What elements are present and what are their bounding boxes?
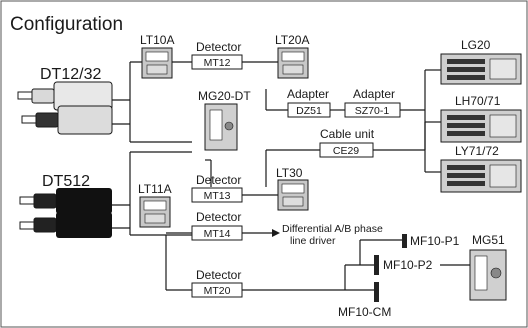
ly71-label: LY71/72 [455, 144, 499, 158]
lt10a-label: LT10A [140, 33, 174, 47]
mg20dt-device-icon [204, 103, 238, 151]
adapter-label-1: Adapter [287, 87, 329, 101]
mt20-box [191, 282, 243, 298]
connector-lines [110, 61, 470, 291]
probe-dt512-icon [19, 188, 112, 238]
mf10p1-label: MF10-P1 [410, 234, 460, 248]
mt13-box [191, 187, 243, 203]
mg20dt-label: MG20-DT [198, 89, 251, 103]
line-driver-arrow [272, 229, 280, 237]
lh70-counter-icon [440, 109, 522, 143]
detector-label-2: Detector [196, 173, 241, 187]
mt12-box [191, 54, 243, 70]
lt30-label: LT30 [276, 166, 303, 180]
mg51-device-icon [469, 249, 507, 301]
dz51-text: DZ51 [296, 105, 322, 117]
ce29-text: CE29 [333, 145, 359, 157]
mf10p1-module-icon [402, 234, 407, 248]
lt30-device-icon [277, 179, 309, 211]
ce29-box [319, 142, 374, 158]
probe-dt12-icon [17, 81, 113, 135]
lt20a-device-icon [277, 47, 309, 79]
dz51-box [287, 102, 331, 118]
lt11a-label: LT11A [138, 182, 172, 196]
mt13-text: MT13 [204, 190, 231, 202]
lg20-label: LG20 [461, 38, 491, 52]
lt11a-device-icon [139, 196, 171, 228]
detector-label-1: Detector [196, 40, 241, 54]
mf10p2-label: MF10-P2 [383, 258, 433, 272]
detector-label-3: Detector [196, 210, 241, 224]
cable-unit-label: Cable unit [320, 127, 375, 141]
mt20-text: MT20 [204, 285, 231, 297]
sz70-text: SZ70-1 [355, 105, 390, 117]
mf10cm-label: MF10-CM [338, 305, 391, 319]
mg51-label: MG51 [472, 233, 505, 247]
ly71-counter-icon [440, 159, 522, 193]
mf10p2-module-icon [374, 255, 379, 275]
mt12-text: MT12 [204, 57, 231, 69]
adapter-label-2: Adapter [353, 87, 395, 101]
line-driver-label-2: line driver [290, 235, 336, 247]
dt12-label: DT12/32 [40, 66, 101, 83]
mt14-box [191, 225, 243, 241]
line-driver-label-1: Differential A/B phase [282, 223, 383, 235]
detector-label-4: Detector [196, 268, 241, 282]
mt14-text: MT14 [204, 228, 231, 240]
lt10a-device-icon [141, 47, 173, 79]
lg20-counter-icon [440, 53, 522, 85]
dt512-label: DT512 [42, 173, 90, 190]
lt20a-label: LT20A [275, 33, 309, 47]
mf10cm-module-icon [374, 282, 379, 302]
sz70-box [344, 102, 401, 118]
diagram-title: Configuration [10, 14, 123, 35]
lh70-label: LH70/71 [455, 94, 501, 108]
